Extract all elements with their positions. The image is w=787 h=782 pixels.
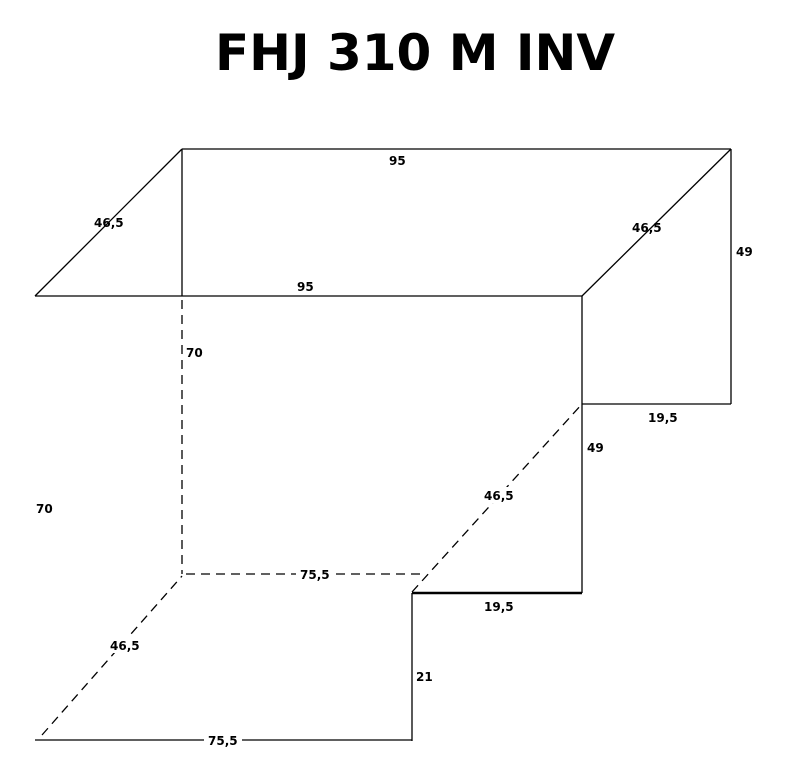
diagram-title: FHJ 310 M INV (214, 24, 616, 82)
edge-top-right-depth (581, 148, 732, 297)
dim-right-back-height: 49 (736, 245, 753, 259)
dim-lower-step-width: 19,5 (484, 600, 514, 614)
edge-top-left-depth (34, 148, 183, 297)
dim-hidden-bottom-width: 75,5 (300, 568, 330, 582)
dim-lower-height: 21 (416, 670, 433, 684)
dim-bottom-front-width: 75,5 (208, 734, 238, 748)
dim-right-front-height: 49 (587, 441, 604, 455)
dim-top-front: 95 (297, 280, 314, 294)
dim-top-back: 95 (389, 154, 406, 168)
dim-right-step-width: 19,5 (648, 411, 678, 425)
dim-top-right-depth: 46,5 (632, 221, 662, 235)
dim-step-depth: 46,5 (484, 489, 514, 503)
dim-bottom-left-depth: 46,5 (110, 639, 140, 653)
hidden-edge-bottom-depth (41, 575, 183, 736)
dim-top-left-depth: 46,5 (94, 216, 124, 230)
dim-front-left-height: 70 (36, 502, 53, 516)
dim-hidden-height: 70 (186, 346, 203, 360)
